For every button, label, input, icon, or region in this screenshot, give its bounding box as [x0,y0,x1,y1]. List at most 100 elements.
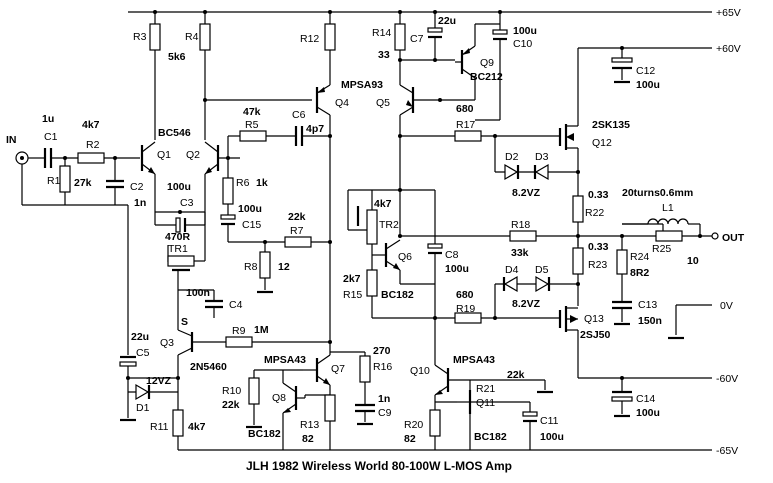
output-node [400,223,664,242]
r11-value: 4k7 [188,421,206,433]
q1-value: BC546 [158,127,191,139]
q1-ref: Q1 [157,149,171,161]
q6-ref: Q6 [398,251,412,263]
transistor-q4-icon [315,84,331,116]
r16-ref: R16 [373,361,392,373]
transistor-q2-icon [204,136,240,212]
r19-value: 680 [456,289,474,301]
r7-value: 22k [288,211,306,223]
q6-value: BC182 [381,289,414,301]
zener-d1 [120,383,178,422]
r20-ref: R20 [404,419,423,431]
d5-ref: D5 [535,264,549,276]
c6-value: 4p7 [306,123,324,135]
transistor-q11-icon [435,379,512,450]
q12-value: 2SK135 [592,119,630,131]
capacitor-c2 [106,158,124,205]
q8-ref: Q8 [272,392,286,404]
rail-label-plus60: +60V [716,43,741,55]
zener-d2-d3 [494,136,580,181]
q13-value: 2SJ50 [580,329,611,341]
d1-ref: D1 [136,402,150,414]
q8-value: BC182 [248,428,281,440]
q3-ref: Q3 [160,337,174,349]
c8-ref: C8 [445,249,459,261]
capacitor-c15 [220,214,285,244]
r3-value: 5k6 [168,51,186,63]
r16-value: 270 [373,345,391,357]
resistor-r4 [199,12,312,140]
resistor-r19 [433,312,560,324]
transistor-q9-icon [440,23,500,101]
tr2-value: 4k7 [374,198,392,210]
c14-value: 100u [636,407,660,419]
r13-value: 82 [302,433,314,445]
resistor-r11 [172,409,184,450]
r17-value: 680 [456,103,474,115]
d3-value: 8.2VZ [512,187,541,199]
capacitor-c14 [611,390,633,418]
c9-ref: C9 [378,407,392,419]
r13-ref: R13 [300,419,319,431]
c11-ref: C11 [540,415,559,427]
r25-value: 10 [687,255,699,267]
c12-value: 100u [636,79,660,91]
transistor-q1-icon [140,141,156,212]
c15-value: 100u [238,203,262,215]
c7-ref: C7 [410,33,424,45]
resistor-r23 [572,236,584,306]
r19-ref: R19 [456,303,475,315]
resistor-r12 [324,12,336,345]
r18-ref: R18 [511,219,530,231]
output-label: OUT [722,232,745,244]
capacitor-c8 [400,189,443,360]
capacitor-c13 [612,300,632,326]
r23-ref: R23 [588,259,607,271]
resistor-r25 [655,230,719,242]
c13-ref: C13 [638,299,657,311]
capacitor-c10 [475,12,508,121]
r1-value: 27k [74,177,92,189]
input-label: IN [6,134,17,146]
capacitor-c4 [177,270,223,330]
r8-value: 12 [278,261,290,273]
capacitor-c6 [294,126,332,146]
rail-label-minus65: -65V [716,445,738,457]
r15-ref: R15 [343,289,362,301]
r6-value: 1k [256,177,268,189]
transistor-q5-icon [398,58,442,190]
r4-ref: R4 [185,31,199,43]
d2-ref: D2 [505,151,519,163]
resistor-r1 [59,158,71,205]
rail-plus60 [577,46,712,120]
q7-ref: Q7 [331,363,345,375]
r9-value: 1M [254,324,269,336]
resistor-r3 [149,12,161,140]
rail-label-plus65: +65V [716,7,741,19]
q7-value: MPSA43 [264,354,306,366]
r24-ref: R24 [630,251,649,263]
r3-ref: R3 [133,31,147,43]
r9-ref: R9 [232,325,246,337]
r14-ref: R14 [372,27,391,39]
rail-label-minus60: -60V [716,373,738,385]
q2-ref: Q2 [186,149,200,161]
resistor-r5 [228,130,296,142]
input-jack-icon [15,151,128,206]
resistor-r24 [616,236,628,302]
r20-value: 82 [404,433,416,445]
c15-ref: C15 [242,219,261,231]
r21-ref: R21 [476,383,495,395]
bias-network [347,188,435,319]
r5-value: 47k [243,106,261,118]
resistor-r20 [429,409,441,450]
d4-ref: D4 [505,264,519,276]
capacitor-c7 [427,12,443,62]
q4-value: MPSA93 [341,79,383,91]
transistor-q6-icon [384,239,435,285]
c11-value: 100u [540,431,564,443]
c10-ref: C10 [513,38,532,50]
resistor-r16 [355,352,375,426]
resistor-r21 [512,379,553,394]
r5-ref: R5 [245,119,259,131]
